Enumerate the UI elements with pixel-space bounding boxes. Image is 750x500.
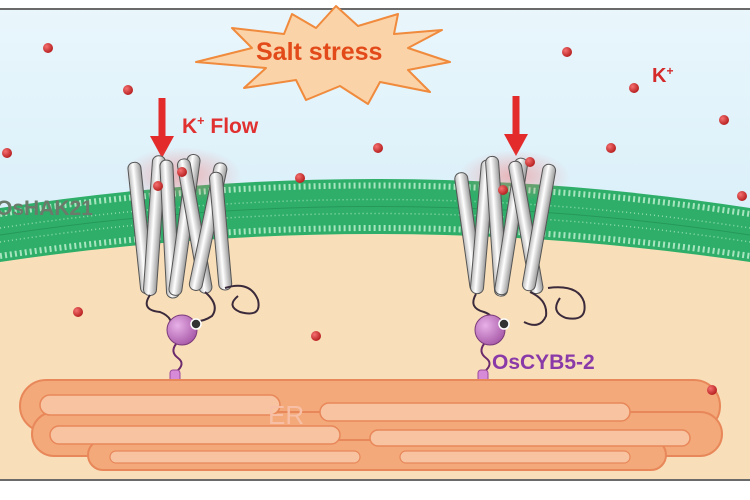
oscyb5-2-right (474, 314, 510, 395)
k-flow-label-text: Flow (204, 115, 259, 138)
oscyb5-2-label: OsCYB5-2 (492, 351, 595, 374)
oshak21-label: OsHAK21 (0, 197, 93, 220)
k-flow-arrow-right (504, 96, 528, 156)
k-flow-label: K+ Flow (182, 113, 259, 138)
k-flow-arrow-left (150, 98, 174, 158)
ion-label-charge: + (666, 63, 674, 78)
oshak21-transporter-left (127, 153, 260, 331)
k-flow-label-ion: K (182, 115, 198, 138)
potassium-ion-label: K+ (652, 63, 674, 87)
k-flow-label-charge: + (197, 113, 205, 128)
salt-stress-burst (195, 5, 451, 105)
endoplasmic-reticulum (19, 379, 723, 471)
ion-label-symbol: K (652, 65, 667, 87)
salt-stress-label: Salt stress (256, 38, 383, 66)
potassium-ions (2, 43, 747, 395)
oshak21-transporter-right (454, 155, 586, 329)
er-label: ER (268, 400, 305, 430)
